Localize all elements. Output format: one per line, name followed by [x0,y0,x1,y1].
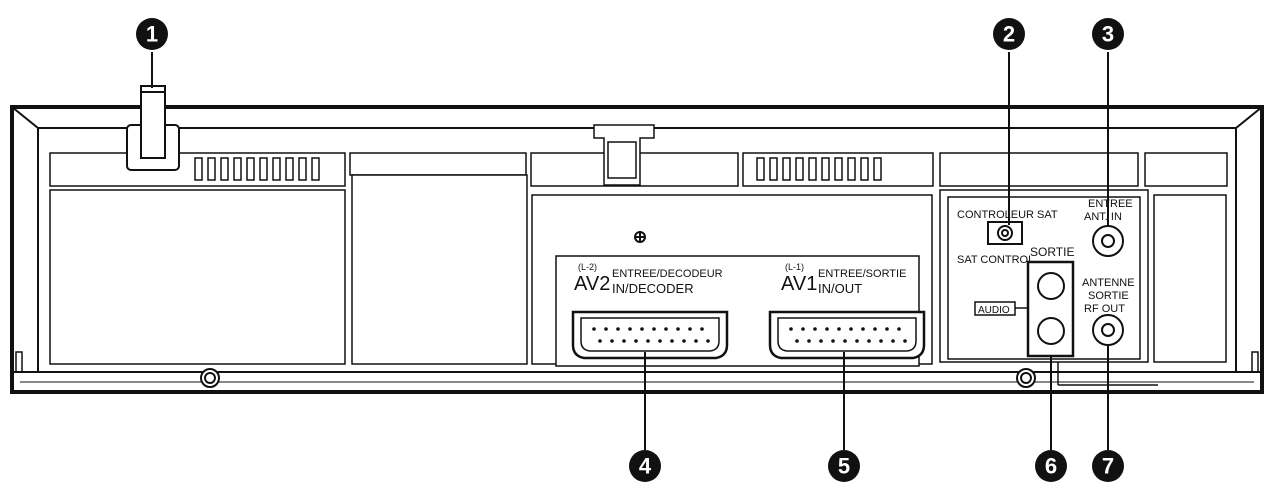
av2-fr-label: ENTREE/DECODEUR [612,268,723,280]
chassis [10,105,1264,394]
ant-out-label-1: ANTENNE [1082,277,1135,289]
svg-text:5: 5 [838,454,850,479]
scart-av2[interactable] [571,310,729,360]
audio-out-jack-right[interactable] [1037,317,1065,345]
av2-en-label: IN/DECODER [612,281,694,296]
sat-en-label: SAT CONTROL [957,254,1034,266]
av1-fr-label: ENTREE/SORTIE [818,268,906,280]
av1-sub-label: (L-1) [785,262,804,272]
rf-out-jack[interactable] [1092,314,1124,346]
ant-in-en-label: ANT. IN [1084,211,1122,223]
svg-text:3: 3 [1102,22,1114,47]
audio-out-jack-left[interactable] [1037,272,1065,300]
av1-en-label: IN/OUT [818,281,862,296]
vent-slots-right [756,157,882,181]
ant-out-label-3: RF OUT [1084,303,1125,315]
callout-2: 2 [993,18,1025,50]
sat-fr-label: CONTROLEUR SAT [957,209,1058,221]
callout-4: 4 [629,450,661,482]
ant-in-jack[interactable] [1092,225,1124,257]
svg-text:6: 6 [1045,454,1057,479]
audio-label: AUDIO [978,305,1010,316]
scart-av1[interactable] [768,310,926,360]
callout-leaders [151,52,1109,450]
vent-strips [49,152,1228,187]
av1-main-label: AV1 [781,273,817,295]
callout-7: 7 [1092,450,1124,482]
av2-main-label: AV2 [574,273,610,295]
screws [200,231,1036,388]
ant-out-label-2: SORTIE [1088,290,1129,302]
svg-text:7: 7 [1102,454,1114,479]
ant-in-fr-label: ENTREE [1088,198,1133,210]
callout-6: 6 [1035,450,1067,482]
vent-slots-left [194,157,320,181]
callout-3: 3 [1092,18,1124,50]
svg-text:1: 1 [146,22,158,47]
sat-control-jack[interactable] [987,221,1023,245]
svg-text:4: 4 [639,454,652,479]
power-cord [126,85,180,171]
center-latch [593,124,655,186]
av2-sub-label: (L-2) [578,262,597,272]
audio-out-fr-label: SORTIE [1030,245,1074,259]
callout-1: 1 [136,18,168,50]
svg-text:2: 2 [1003,22,1015,47]
callout-5: 5 [828,450,860,482]
